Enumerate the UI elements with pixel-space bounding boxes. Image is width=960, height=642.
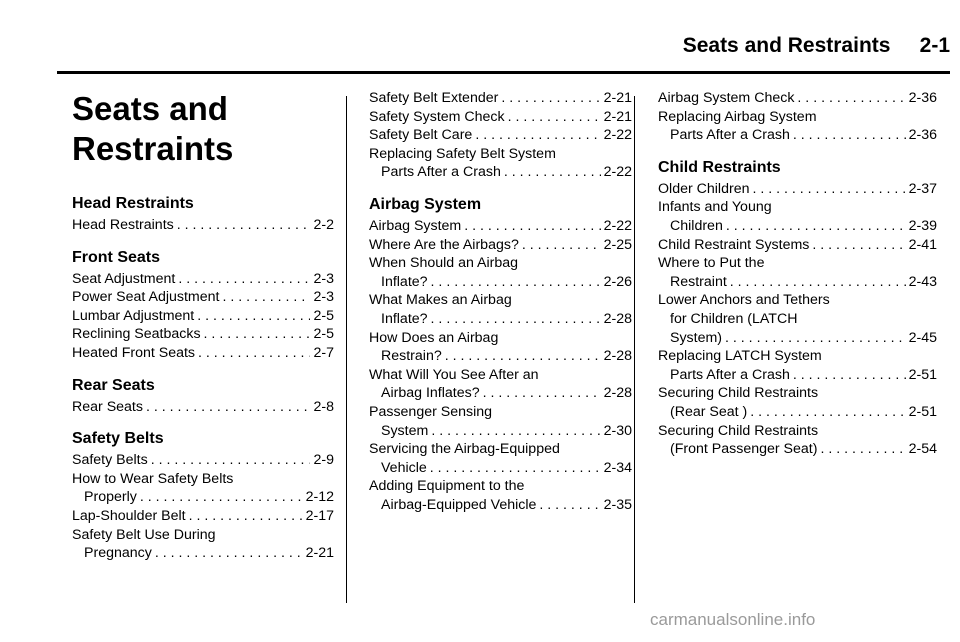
section-title-child-restraints: Child Restraints [658, 158, 781, 176]
toc-entry[interactable]: Lap-Shoulder Belt2-17 [72, 507, 334, 526]
header-section-title: Seats and Restraints [682, 34, 891, 57]
watermark-text: carmanualsonline.info [650, 610, 816, 629]
toc-entry[interactable]: Replacing Safety Belt System Parts After… [369, 145, 632, 182]
toc-entry[interactable]: Infants and Young Children2-39 [658, 198, 937, 235]
toc-entry[interactable]: Older Children2-37 [658, 180, 937, 199]
toc-entry[interactable]: Securing Child Restraints (Rear Seat )2-… [658, 384, 937, 421]
page-title: Seats and Restraints [72, 89, 334, 169]
toc-entry[interactable]: Airbag System Check2-36 [658, 89, 937, 108]
toc-entry[interactable]: Safety System Check2-21 [369, 108, 632, 127]
toc-entry[interactable]: Heated Front Seats2-7 [72, 344, 334, 363]
toc-entry[interactable]: Safety Belts2-9 [72, 451, 334, 470]
toc-entry[interactable]: What Makes an Airbag Inflate?2-28 [369, 291, 632, 328]
toc-entry[interactable]: Power Seat Adjustment2-3 [72, 288, 334, 307]
toc-column-1: Seats and Restraints Head Restraints Hea… [72, 89, 334, 563]
page-title-line-1: Seats and [72, 90, 228, 127]
header-page-number: 2-1 [919, 34, 950, 57]
toc-entry[interactable]: Replacing LATCH System Parts After a Cra… [658, 347, 937, 384]
toc-entry[interactable]: Where to Put the Restraint2-43 [658, 254, 937, 291]
section-title-safety-belts: Safety Belts [72, 430, 164, 448]
toc-entry[interactable]: What Will You See After an Airbag Inflat… [369, 366, 632, 403]
column-divider-2 [634, 96, 635, 603]
toc-entry[interactable]: Replacing Airbag System Parts After a Cr… [658, 108, 937, 145]
toc-entry[interactable]: Airbag System2-22 [369, 217, 632, 236]
section-title-head-restraints: Head Restraints [72, 195, 194, 212]
toc-entry[interactable]: Seat Adjustment2-3 [72, 270, 334, 289]
toc-entry[interactable]: Safety Belt Extender2-21 [369, 89, 632, 108]
section-title-airbag-system: Airbag System [369, 195, 482, 213]
toc-entry[interactable]: Passenger Sensing System2-30 [369, 403, 632, 440]
toc-entry[interactable]: Safety Belt Care2-22 [369, 126, 632, 145]
toc-entry[interactable]: Safety Belt Use During Pregnancy2-21 [72, 526, 334, 563]
toc-entry[interactable]: How Does an Airbag Restrain?2-28 [369, 329, 632, 366]
toc-column-3: Airbag System Check2-36 Replacing Airbag… [658, 89, 937, 459]
toc-column-2: Safety Belt Extender2-21 Safety System C… [369, 89, 632, 514]
toc-entry[interactable]: Servicing the Airbag-Equipped Vehicle2-3… [369, 440, 632, 477]
toc-entry[interactable]: Lower Anchors and Tethers for Children (… [658, 291, 937, 347]
column-divider-1 [346, 96, 347, 603]
toc-entry[interactable]: When Should an Airbag Inflate?2-26 [369, 254, 632, 291]
toc-entry[interactable]: How to Wear Safety Belts Properly2-12 [72, 470, 334, 507]
section-title-rear-seats: Rear Seats [72, 376, 155, 394]
running-header: Seats and Restraints 2-1 [0, 34, 950, 58]
toc-entry[interactable]: Rear Seats2-8 [72, 398, 334, 417]
section-title-front-seats: Front Seats [72, 248, 161, 266]
toc-entry[interactable]: Reclining Seatbacks2-5 [72, 325, 334, 344]
toc-entry[interactable]: Where Are the Airbags?2-25 [369, 236, 632, 255]
toc-entry[interactable]: Adding Equipment to the Airbag-Equipped … [369, 477, 632, 514]
header-rule [57, 71, 950, 74]
page-title-line-2: Restraints [72, 130, 234, 167]
toc-entry[interactable]: Lumbar Adjustment2-5 [72, 307, 334, 326]
toc-entry[interactable]: Securing Child Restraints (Front Passeng… [658, 422, 937, 459]
toc-entry[interactable]: Child Restraint Systems2-41 [658, 236, 937, 255]
